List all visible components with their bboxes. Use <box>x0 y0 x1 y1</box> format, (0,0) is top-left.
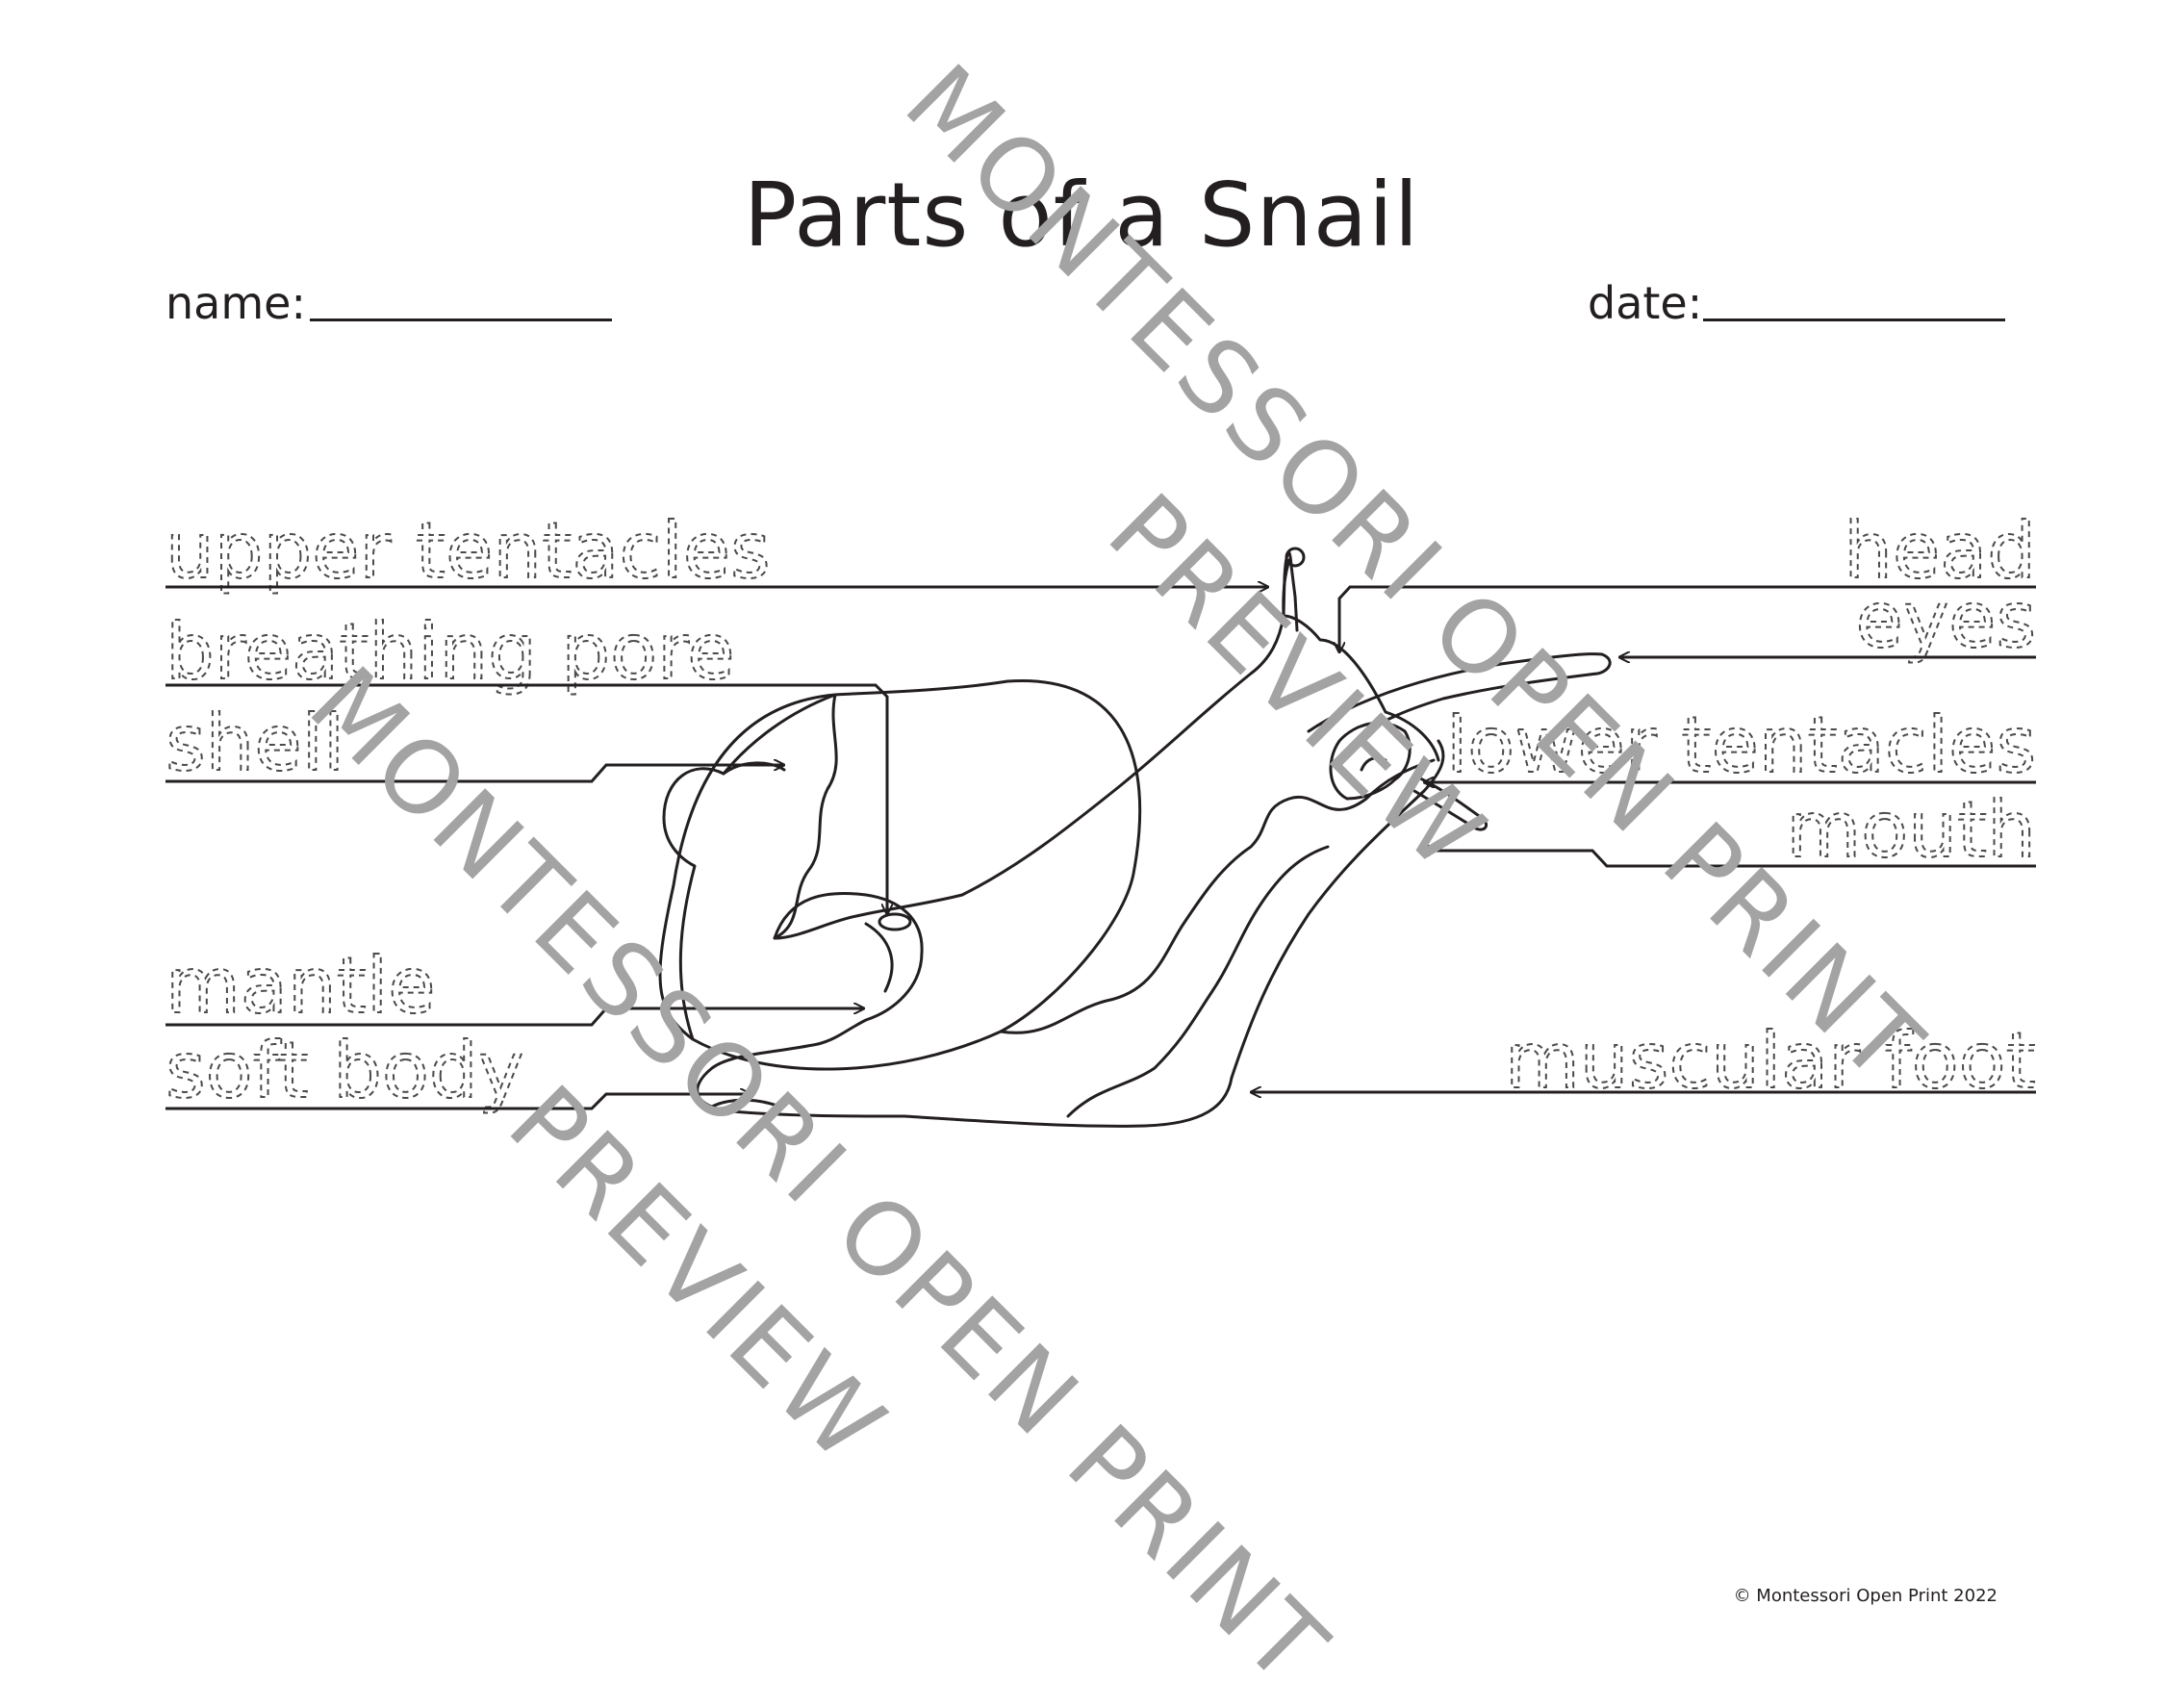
date-label: date: <box>1588 277 1703 329</box>
label-soft-body: soft body <box>165 1026 523 1115</box>
name-blank-line <box>310 319 612 321</box>
foot-inner-line <box>1066 845 1330 1118</box>
label-mouth: mouth <box>1786 785 2036 875</box>
foot-outline <box>1230 739 1445 1080</box>
copyright-footer: © Montessori Open Print 2022 <box>1733 1586 1998 1606</box>
snail-illustration <box>658 547 1612 1128</box>
shell-whorl <box>662 693 837 1041</box>
label-lower-tentacles: lower tentacles <box>1446 701 2036 790</box>
head-face <box>1329 721 1412 801</box>
page-title: Parts of a Snail <box>743 164 1420 267</box>
label-head: head <box>1844 506 2036 596</box>
mantle-fold <box>864 922 894 993</box>
name-label: name: <box>165 277 306 329</box>
date-blank-line <box>1703 319 2005 321</box>
leader-shell <box>165 765 784 783</box>
upper-tentacle-eye <box>1285 547 1306 568</box>
label-mantle: mantle <box>165 941 435 1031</box>
eye-tentacle <box>1307 652 1612 733</box>
label-breathing-pore: breathing pore <box>165 607 734 697</box>
label-shell: shell <box>165 699 344 788</box>
soft-body-inner <box>710 1098 781 1109</box>
head-outline <box>1282 614 1440 762</box>
label-eyes: eyes <box>1856 575 2036 665</box>
mouth-mark <box>1360 756 1387 772</box>
foot-skirt <box>999 758 1436 1034</box>
leader-mantle <box>165 1008 864 1027</box>
breathing-pore-dot <box>878 912 912 931</box>
leader-mouth <box>1419 851 2036 868</box>
leader-head <box>1339 585 2036 652</box>
mantle-outline <box>773 891 924 1046</box>
leader-breathing-pore <box>165 683 887 914</box>
neck-outline <box>960 614 1285 897</box>
lower-tentacle <box>1412 774 1488 831</box>
label-upper-tentacles: upper tentacles <box>165 506 771 596</box>
leader-soft-body <box>165 1094 751 1110</box>
soft-body-outline <box>696 1042 1234 1128</box>
